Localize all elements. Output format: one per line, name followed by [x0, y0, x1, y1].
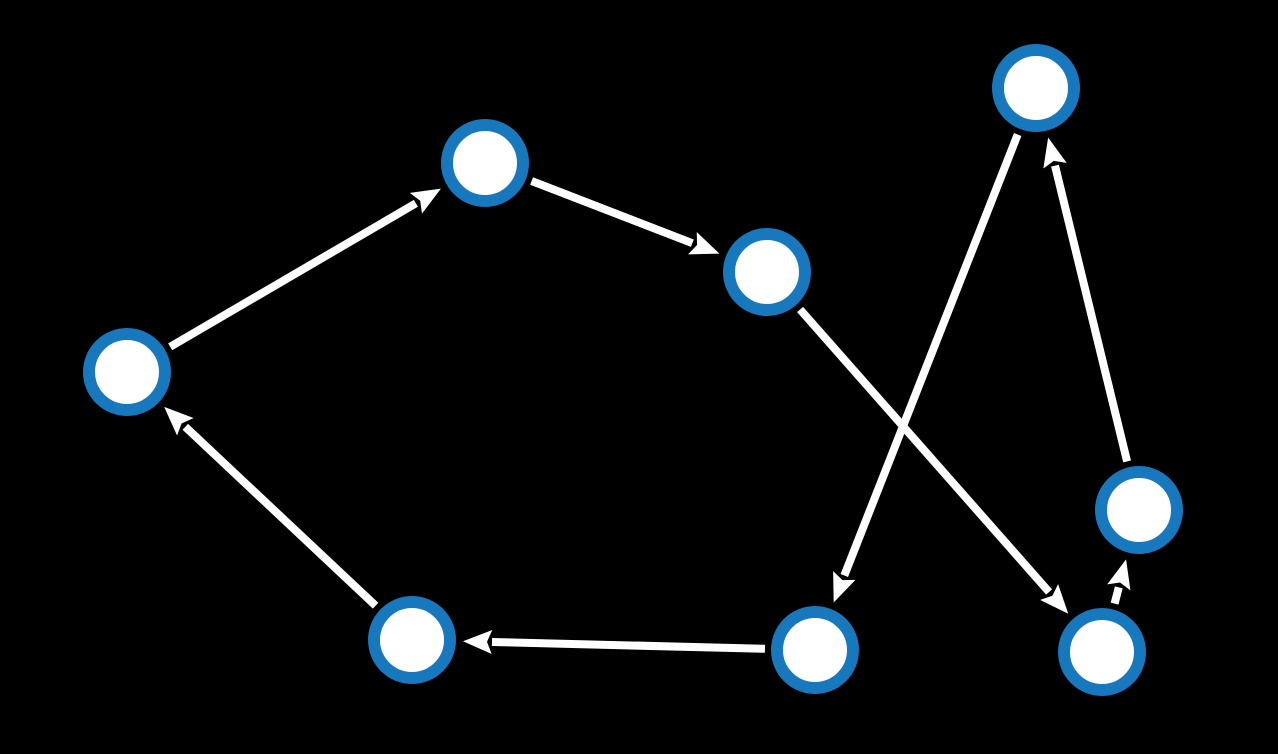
graph-edge-n3-n8: [797, 306, 1069, 614]
graph-node-n1: [992, 44, 1080, 132]
graph-edge-n6-n4: [164, 406, 379, 609]
graph-node-n6: [368, 596, 456, 684]
graph-node-n4: [83, 328, 171, 416]
graph-node-n2: [441, 119, 529, 207]
node-layer: [83, 44, 1183, 696]
graph-node-n7: [771, 606, 859, 694]
graph-edge-n5-n1: [1043, 137, 1131, 463]
graph-node-n3: [723, 228, 811, 316]
graph-edge-n7-n6: [463, 630, 766, 654]
graph-edge-n4-n2: [168, 188, 441, 351]
graph-node-n5: [1095, 466, 1183, 554]
graph-edge-n8-n5: [1107, 559, 1131, 605]
graph-edge-n1-n7: [833, 133, 1022, 603]
graph-edge-n2-n3: [530, 177, 720, 255]
edge-layer: [164, 133, 1131, 654]
graph-node-n8: [1058, 608, 1146, 696]
